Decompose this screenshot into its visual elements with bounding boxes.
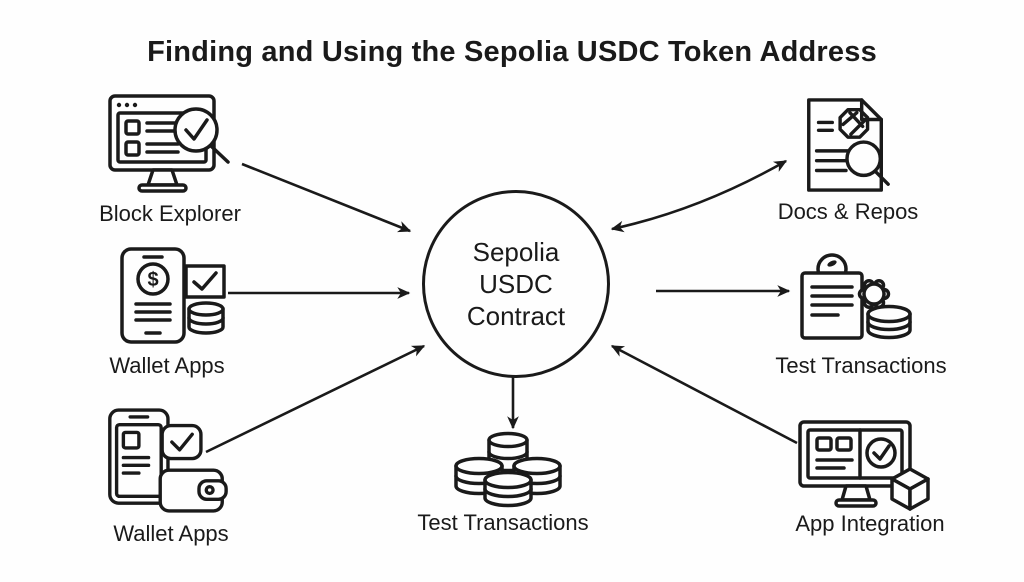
arrow-center-docs-repos-bidirectional — [610, 159, 788, 233]
page-title: Finding and Using the Sepolia USDC Token… — [147, 36, 877, 68]
center-node-sepolia-usdc-contract: Sepolia USDC Contract — [422, 190, 610, 378]
node-label-test-transactions-bottom: Test Transactions — [417, 510, 589, 535]
phone-dollar-check-coins-icon: $ — [120, 247, 226, 344]
node-label-test-transactions-right: Test Transactions — [775, 353, 947, 378]
monitor-magnifier-check-icon — [108, 94, 230, 193]
center-node-line3: Contract — [466, 301, 566, 332]
coin-stacks-icon — [454, 431, 562, 508]
node-label-wallet-apps-bottom: Wallet Apps — [113, 521, 229, 546]
gear-icon — [857, 279, 891, 309]
svg-text:$: $ — [147, 269, 158, 291]
node-label-block-explorer: Block Explorer — [99, 201, 241, 226]
arrow-app-integration-to-center — [610, 344, 798, 445]
node-label-docs-repos: Docs & Repos — [777, 199, 919, 224]
node-label-app-integration: App Integration — [795, 511, 945, 536]
monitor-check-cube-icon — [798, 420, 930, 511]
node-label-wallet-apps-top: Wallet Apps — [109, 353, 225, 378]
arrow-block-explorer-to-center — [241, 162, 412, 233]
phone-check-wallet-icon — [108, 408, 228, 513]
document-logo-magnifier-icon — [807, 98, 890, 192]
center-node-line1: Sepolia — [472, 236, 560, 267]
arrow-wallet-apps-bottom-to-center — [205, 344, 426, 454]
center-node-line2: USDC — [479, 268, 553, 299]
clipboard-gear-coins-icon — [800, 253, 912, 340]
